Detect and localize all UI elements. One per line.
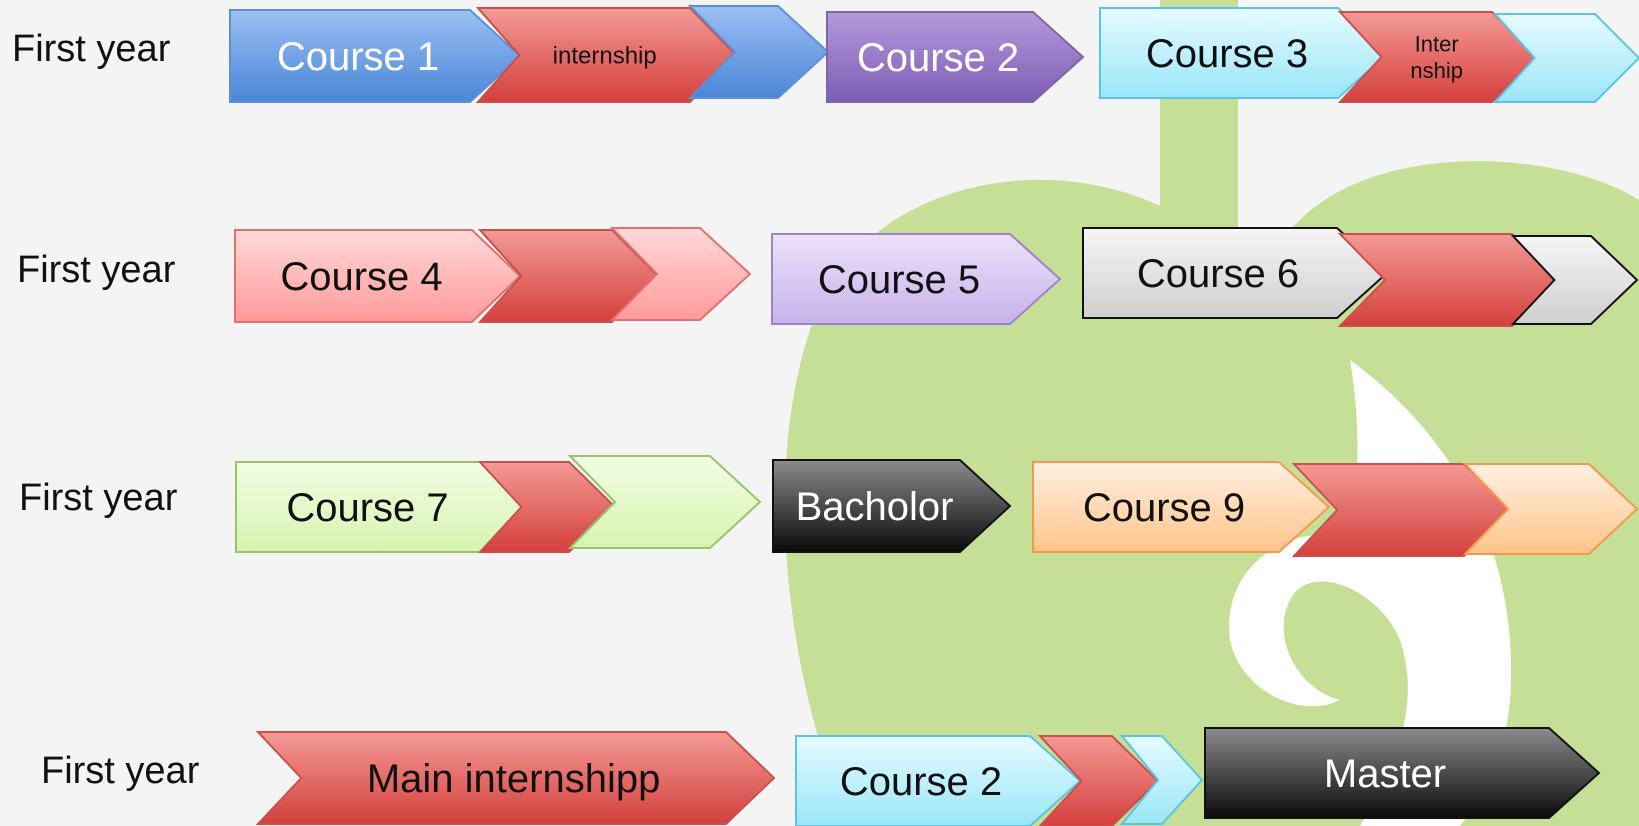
row-label-2: First year — [17, 249, 176, 291]
chevron-shape — [826, 11, 1085, 103]
chevron-label: Main internshipp — [367, 757, 661, 801]
chevron-shape — [1337, 11, 1540, 103]
chevron-course-r1-c5: Course 3 — [1099, 7, 1390, 99]
chevron-shape — [1462, 463, 1639, 555]
chevron-row-3: Course 7 Bacholor Course 9 — [235, 455, 1639, 557]
chevron-shape — [475, 7, 738, 103]
chevron-shape — [687, 5, 830, 99]
chevron-label: Master — [1324, 752, 1446, 796]
chevron-internship-r3-c2 — [477, 461, 617, 553]
chevron-course-r2-c4: Course 5 — [771, 233, 1062, 325]
chevron-tail-r1-c3 — [687, 5, 830, 99]
chevron-degree-r4-c5: Master — [1204, 727, 1601, 819]
chevron-label: Course 7 — [286, 486, 448, 530]
chevron-label: Course 6 — [1137, 252, 1299, 296]
chevron-row-2: Course 4 Course 5 Course 6 — [234, 227, 1639, 327]
chevron-tail-r3-c7 — [1462, 463, 1639, 555]
chevron-course-r2-c5: Course 6 — [1082, 227, 1389, 319]
row-label-1: First year — [12, 28, 171, 70]
chevron-label: Course 1 — [277, 35, 439, 79]
chevron-course-r3-c5: Course 9 — [1032, 461, 1331, 553]
chevron-label: Bacholor — [796, 485, 954, 529]
chevron-label: Course 2 — [857, 36, 1019, 80]
chevron-internship-r2-c6 — [1337, 233, 1564, 327]
chevron-shape — [1037, 735, 1160, 826]
chevron-shape — [477, 229, 660, 323]
chevron-tail-r2-c7 — [1510, 235, 1639, 325]
chevron-shape — [567, 455, 762, 549]
chevron-shape — [609, 227, 752, 321]
row-label-4: First year — [41, 750, 200, 792]
chevron-tail-r1-c7 — [1492, 13, 1639, 103]
chevron-tail-r4-c4 — [1119, 735, 1204, 825]
chevron-internship-r4-c3 — [1037, 735, 1160, 826]
chevron-shape — [1204, 727, 1601, 819]
chevron-course-r1-c4: Course 2 — [826, 11, 1085, 103]
chevron-shape — [771, 233, 1062, 325]
chevron-course-r2-c1: Course 4 — [234, 229, 522, 323]
chevron-degree-r3-c4: Bacholor — [772, 459, 1012, 553]
row-label-3: First year — [19, 477, 178, 519]
chevron-internship-r4-c1: Main internshipp — [255, 731, 776, 825]
chevron-internship-r1-c2: internship — [475, 7, 738, 103]
chevron-course-r4-c2: Course 2 — [795, 735, 1082, 826]
chevron-label: Course 3 — [1146, 32, 1308, 76]
chevron-label: internship — [553, 42, 657, 69]
chevron-shape — [772, 459, 1012, 553]
chevron-shape — [1337, 233, 1564, 327]
chevron-shape — [255, 731, 776, 825]
chevron-label: Course 9 — [1083, 486, 1245, 530]
chevron-course-r1-c1: Course 1 — [229, 9, 522, 103]
chevron-tail-r3-c3 — [567, 455, 762, 549]
chevron-shape — [1032, 461, 1331, 553]
chevron-label: Course 5 — [818, 258, 980, 302]
chevron-shape — [477, 461, 617, 553]
chevron-course-r3-c1: Course 7 — [235, 461, 533, 553]
chevron-shape — [1119, 735, 1204, 825]
chevron-shape — [1082, 227, 1389, 319]
chevron-shape — [1099, 7, 1390, 99]
chevron-shape — [795, 735, 1082, 826]
chevron-shape — [1492, 13, 1639, 103]
chevron-internship-r2-c2 — [477, 229, 660, 323]
chevron-row-4: Main internshipp Course 2 Master — [255, 727, 1601, 826]
chevron-shape — [234, 229, 522, 323]
chevron-label: Course 4 — [280, 255, 442, 299]
chevron-shape — [1510, 235, 1639, 325]
chevron-tail-r2-c3 — [609, 227, 752, 321]
chevron-label: Course 2 — [840, 760, 1002, 804]
chevron-shape — [229, 9, 522, 103]
